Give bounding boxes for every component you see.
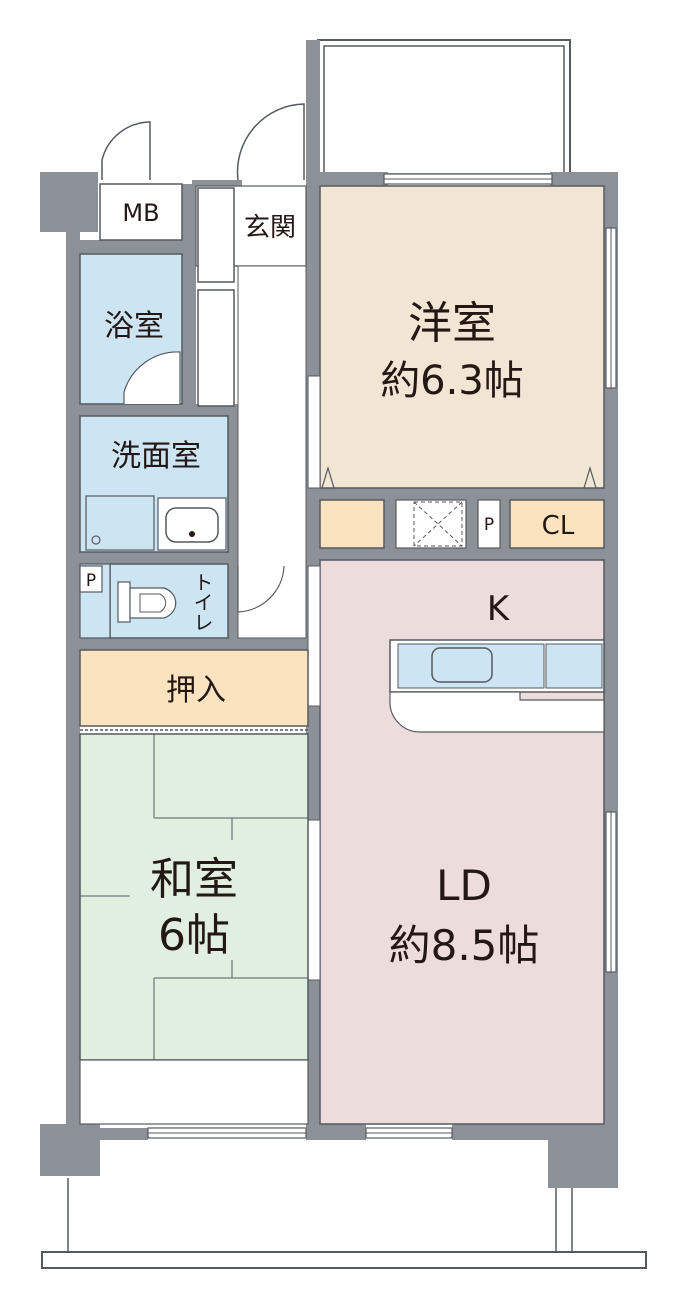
oshiire-label: 押入 [166,673,226,708]
bath-label: 浴室 [104,309,164,344]
entrance-label: 玄関 [244,213,296,243]
kitchen-label: K [487,589,511,629]
western-room [319,185,605,489]
toilet-p-label: P [86,571,96,591]
kitchen-p-label: P [484,515,494,535]
balcony-bottom [41,1178,647,1269]
oshiire [79,649,309,727]
ld-room-size: 約8.5帖 [389,921,540,970]
tatami-lines [80,734,308,1060]
balcony-top [317,39,571,181]
mb-room [99,183,183,241]
kitchen-pipe-space [477,499,501,549]
closet-label: CL [542,511,575,541]
hallway [237,265,307,639]
western-room-size: 約6.3帖 [380,358,524,404]
washing-machine [85,495,155,551]
washitsu-room [79,733,309,1061]
storage-left [319,499,385,549]
washitsu-room-size: 6帖 [158,910,230,961]
toilet-icon [117,581,177,623]
mb-label: MB [122,199,159,227]
ld-room-name: LD [436,861,492,910]
washroom-label: 洗面室 [111,439,201,474]
toilet-label: トイレ [190,572,214,632]
windows [147,173,617,1139]
kitchen-pantry [395,499,467,549]
engawa [79,1059,309,1125]
western-room-name: 洋室 [408,298,496,349]
closet [509,499,605,549]
kitchen-counter [389,639,605,733]
washitsu-room-name: 和室 [150,854,238,905]
entrance-doors [101,103,305,181]
shoe-cabinet [197,187,235,283]
hall-closet [197,289,235,407]
